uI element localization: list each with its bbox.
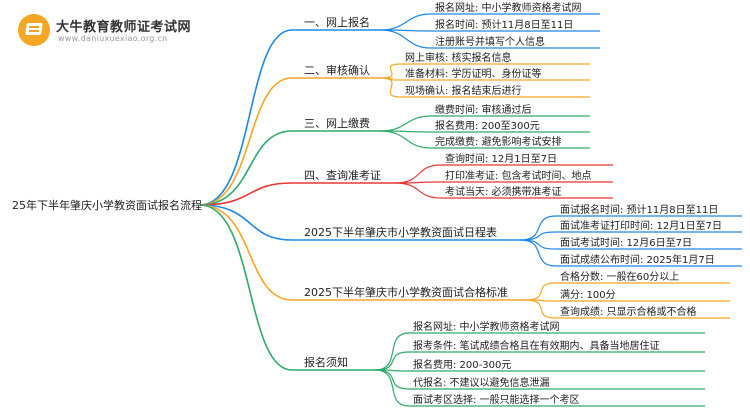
branch-label: 2025下半年肇庆市小学教资面试日程表 — [304, 225, 497, 239]
leaf-label: 报名网址: 中小学教师资格考试网 — [435, 1, 582, 14]
root-node: 25年下半年肇庆小学教资面试报名流程 — [12, 198, 202, 212]
brand-site: www.daniuxuexiao.org.cn — [58, 34, 168, 43]
branch-label: 报名须知 — [304, 355, 348, 369]
leaf-label: 准备材料: 学历证明、身份证等 — [405, 67, 542, 80]
leaf-connector — [519, 239, 557, 250]
branch-connector — [199, 204, 293, 301]
leaf-connector — [379, 63, 402, 79]
leaf-label: 网上审核: 核实报名信息 — [405, 51, 512, 64]
leaf-label: 满分: 100分 — [560, 289, 616, 301]
branch-label: 2025下半年肇庆市小学教资面试合格标准 — [304, 285, 508, 299]
branch-label: 三、网上缴费 — [304, 116, 370, 130]
leaf-label: 打印准考证: 包含考试时间、地点 — [445, 169, 592, 182]
leaf-connector — [394, 182, 442, 199]
leaf-label: 查询成绩: 只显示合格或不合格 — [560, 305, 697, 318]
leaf-label: 面试考试时间: 12月6日至7日 — [560, 236, 692, 249]
leaf-connector — [519, 231, 557, 241]
leaf-label: 报名时间: 预计11月8日至11日 — [435, 18, 573, 31]
leaf-connector — [374, 332, 410, 371]
branch-connector — [199, 130, 293, 206]
leaf-label: 面试准考证打印时间: 12月1日至7日 — [560, 219, 722, 232]
branch-label: 二、审核确认 — [304, 63, 370, 77]
leaf-connector — [379, 130, 432, 149]
leaf-connector — [379, 29, 432, 49]
branch-connector — [199, 29, 293, 206]
leaf-label: 缴费时间: 审核通过后 — [435, 103, 532, 116]
leaf-label: 查询时间: 12月1日至7日 — [445, 152, 557, 165]
branch-label: 一、网上报名 — [304, 15, 370, 29]
leaf-label: 注册账号并填写个人信息 — [435, 35, 545, 48]
brand-title: 大牛教育教师证考试网 — [56, 20, 192, 35]
logo-icon — [18, 14, 50, 46]
leaf-connector — [524, 282, 557, 301]
leaf-label: 报名费用: 200-300元 — [413, 358, 511, 371]
leaf-connector — [379, 115, 432, 132]
leaf-label: 代报名: 不建议以避免信息泄漏 — [413, 376, 550, 389]
leaf-connector — [379, 77, 402, 98]
leaf-label: 报名费用: 200至300元 — [435, 119, 540, 132]
leaf-connector — [524, 299, 557, 319]
leaf-label: 面试成绩公布时间: 2025年1月7日 — [560, 253, 715, 266]
leaf-connector — [519, 239, 557, 267]
leaf-connector — [374, 369, 410, 407]
branch-connector — [199, 204, 293, 241]
leaf-label: 完成缴费: 避免影响考试安排 — [435, 135, 562, 148]
leaf-label: 报考条件: 笔试成绩合格且在有效期内、具备当地居住证 — [413, 339, 660, 352]
branch-connector — [199, 77, 293, 206]
leaf-label: 合格分数: 一般在60分以上 — [560, 270, 679, 283]
leaf-label: 面试考区选择: 一般只能选择一个考区 — [413, 393, 580, 406]
branch-connector — [199, 204, 293, 371]
leaf-label: 报名网址: 中小学教师资格考试网 — [413, 320, 560, 333]
leaf-connector — [394, 164, 442, 184]
branch-label: 四、查询准考证 — [304, 168, 381, 182]
leaf-label: 面试报名时间: 预计11月8日至11日 — [560, 203, 718, 216]
leaf-label: 考试当天: 必须携带准考证 — [445, 185, 562, 198]
leaf-label: 现场确认: 报名结束后进行 — [405, 84, 522, 97]
branch-connector — [199, 182, 293, 206]
leaf-connector — [379, 13, 432, 31]
